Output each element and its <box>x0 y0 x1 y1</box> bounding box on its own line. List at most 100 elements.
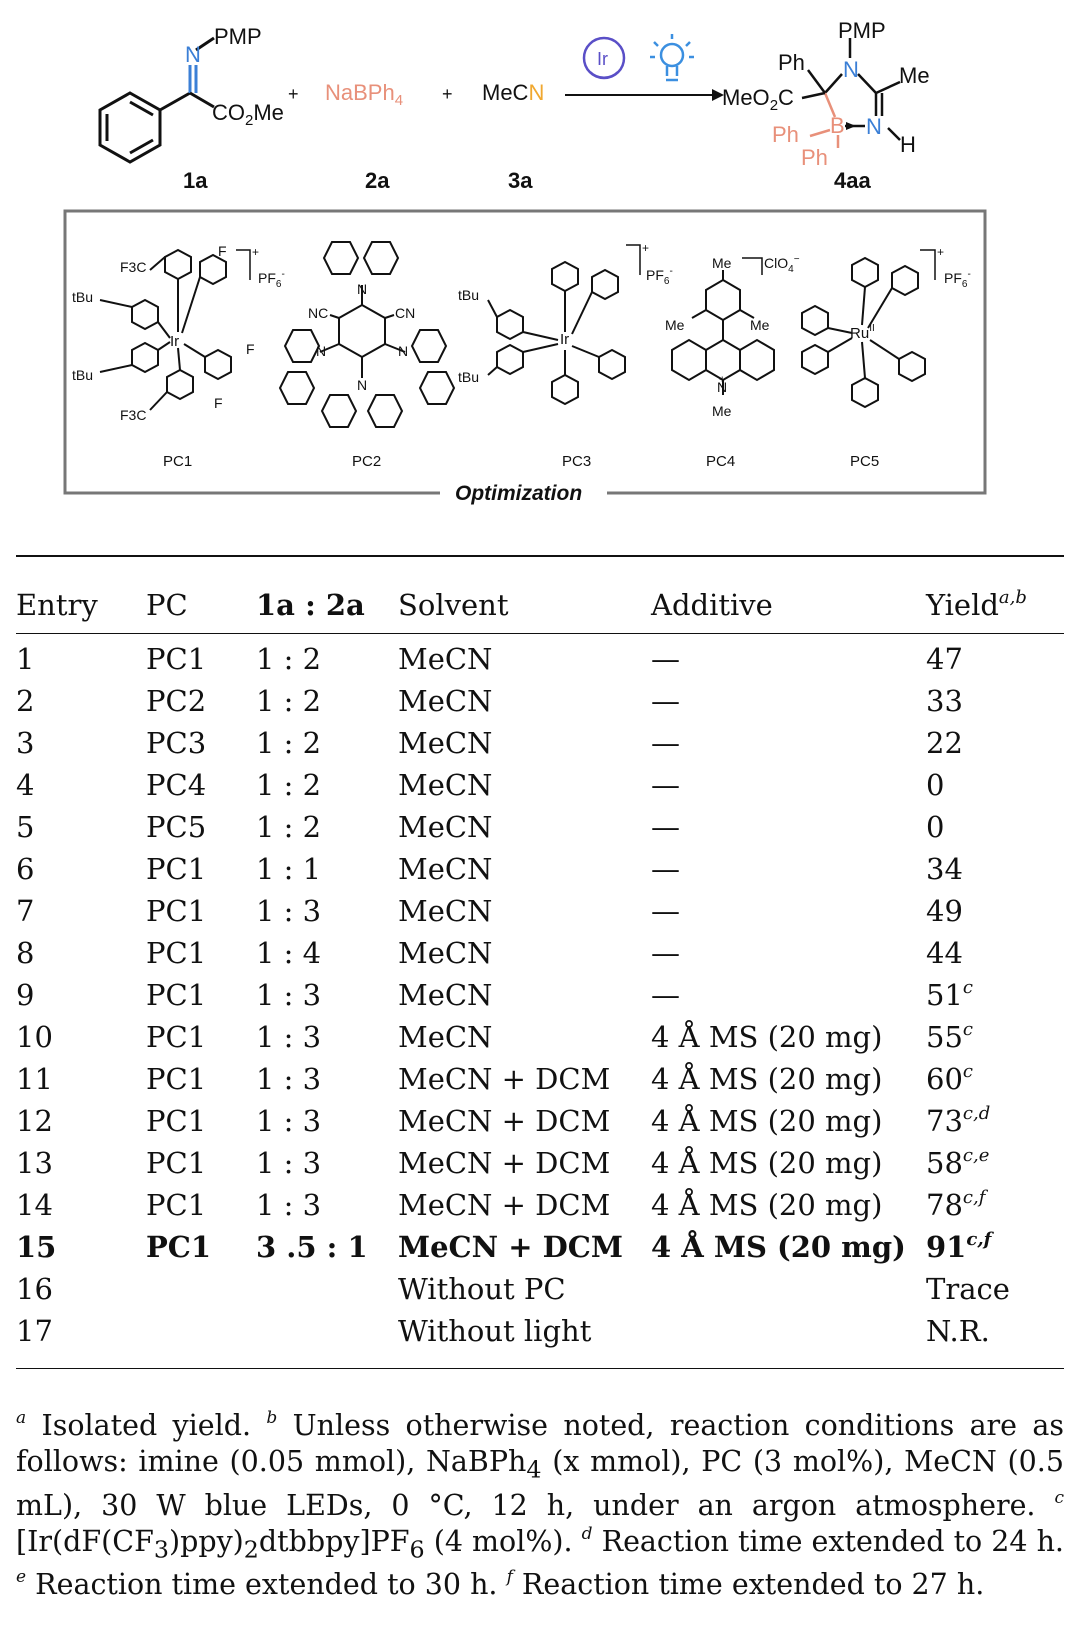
cell-additive: 4 Å MS (20 mg) <box>651 1230 906 1264</box>
pc3-tbu-bottom: tBu <box>458 369 479 385</box>
header-solvent: Solvent <box>398 588 509 622</box>
table-header: Entry PC 1a : 2a Solvent Additive Yielda… <box>16 572 1064 638</box>
pc4-me-right: Me <box>750 317 770 333</box>
cell-ratio <box>256 1310 398 1352</box>
cell-ratio: 1 : 2 <box>256 726 322 760</box>
pc3-label: PC3 <box>562 453 591 470</box>
pc1-f3c-bottom: F3C <box>120 407 146 423</box>
cell-yield: 55c <box>926 1019 973 1054</box>
cell-pc: PC1 <box>146 894 207 928</box>
cell-ratio: 1 : 2 <box>256 768 322 802</box>
product-ester-label: MeO2C <box>722 85 794 114</box>
imine-pmp-label: PMP <box>214 24 262 49</box>
pc2-label: PC2 <box>352 453 381 470</box>
cell-yield-sup: c,d <box>962 1103 991 1124</box>
cell-additive: 4 Å MS (20 mg) <box>651 1188 883 1222</box>
footnote-c-mark: c <box>1054 1487 1064 1508</box>
cell-entry: 6 <box>16 852 35 886</box>
cell-pc <box>146 1268 256 1310</box>
cell-ratio: 1 : 3 <box>256 1104 322 1138</box>
cell-additive: — <box>651 684 680 718</box>
pc4-label: PC4 <box>706 453 735 470</box>
compound-label-3a: 3a <box>508 168 533 193</box>
imine-ester-label: CO2Me <box>212 100 284 129</box>
cell-yield: 34 <box>926 852 963 886</box>
footnote-a-mark: a <box>16 1408 27 1428</box>
pc1-structure <box>99 248 232 411</box>
pc4-nplus: + <box>719 374 725 386</box>
cell-pc: PC1 <box>146 642 207 676</box>
pc2-nc: NC <box>308 305 328 321</box>
cell-solvent: MeCN <box>398 810 493 844</box>
cell-ratio: 1 : 2 <box>256 810 322 844</box>
cell-pc: PC1 <box>146 852 207 886</box>
cell-yield: 58c,e <box>926 1145 990 1180</box>
reaction-scheme: N PMP CO2Me + 1a NaBPh4 + 2a MeCN 3a Ir <box>63 18 987 505</box>
cell-yield-sup: c,e <box>962 1145 990 1166</box>
cell-additive <box>651 1310 926 1352</box>
product-pmp-label: PMP <box>838 18 886 43</box>
pc1-bracket <box>236 249 251 280</box>
cell-ratio: 1 : 3 <box>256 894 322 928</box>
cell-pc: PC1 <box>146 1146 207 1180</box>
cell-entry: 11 <box>16 1062 53 1096</box>
cell-yield: 0 <box>926 810 945 844</box>
header-yield-sup: a,b <box>998 587 1027 608</box>
footnote-b-text-1: Unless otherwise noted, reaction conditi… <box>16 1409 1065 1478</box>
cell-solvent: MeCN <box>398 978 493 1012</box>
cell-pc: PC1 <box>146 1104 207 1138</box>
cell-pc: PC1 <box>146 1020 207 1054</box>
pc5-charge: + <box>937 245 944 259</box>
cell-yield: 0 <box>926 768 945 802</box>
plus-sign-2: + <box>442 84 453 104</box>
pc3-charge: + <box>642 241 649 255</box>
cell-pc: PC1 <box>146 1188 207 1222</box>
cell-pc: PC5 <box>146 810 207 844</box>
plus-sign-1: + <box>288 84 299 104</box>
cell-solvent: MeCN + DCM <box>398 1146 611 1180</box>
product-ph-top-label: Ph <box>778 50 805 75</box>
cell-solvent: Without PC <box>398 1272 566 1306</box>
cell-yield-sup: c,f <box>966 1229 992 1250</box>
footnote-d-text: Reaction time extended to 24 h. <box>592 1524 1064 1558</box>
cell-additive: — <box>651 852 680 886</box>
cell-ratio: 1 : 3 <box>256 1188 322 1222</box>
compound-label-4aa: 4aa <box>834 168 871 193</box>
optimization-caption: Optimization <box>455 482 582 505</box>
cell-solvent: MeCN <box>398 936 493 970</box>
cell-entry: 3 <box>16 726 35 760</box>
pc1-metal: Ir <box>170 333 179 350</box>
product-imine-n-label: N <box>866 114 882 139</box>
product-4aa-structure <box>801 38 901 141</box>
footnote-b-sub: 4 <box>526 1455 542 1484</box>
cell-yield: 33 <box>926 684 963 718</box>
cell-yield-sup: c <box>962 1019 973 1040</box>
cell-additive: — <box>651 768 680 802</box>
pc2-n-top: N <box>357 281 367 297</box>
footnote-e-text: Reaction time extended to 30 h. <box>26 1568 507 1602</box>
cell-yield: 60c <box>926 1061 973 1096</box>
cell-pc <box>146 1310 256 1352</box>
cell-yield: 47 <box>926 642 963 676</box>
pc1-charge: + <box>252 245 259 259</box>
cell-pc: PC3 <box>146 726 207 760</box>
cell-yield: 44 <box>926 936 963 970</box>
header-additive: Additive <box>651 588 773 622</box>
cell-solvent: MeCN + DCM <box>398 1062 611 1096</box>
cell-entry: 16 <box>16 1272 53 1306</box>
cell-yield: 51c <box>926 977 973 1012</box>
footnote-f-mark: f <box>506 1567 513 1588</box>
cell-additive: — <box>651 642 680 676</box>
cell-solvent: MeCN <box>398 852 493 886</box>
pc5-metal: RuII <box>850 323 875 342</box>
pc1-counterion: PF6- <box>258 269 285 290</box>
pc3-bracket <box>626 244 641 275</box>
footnote-c-sub-2: 2 <box>243 1535 259 1564</box>
